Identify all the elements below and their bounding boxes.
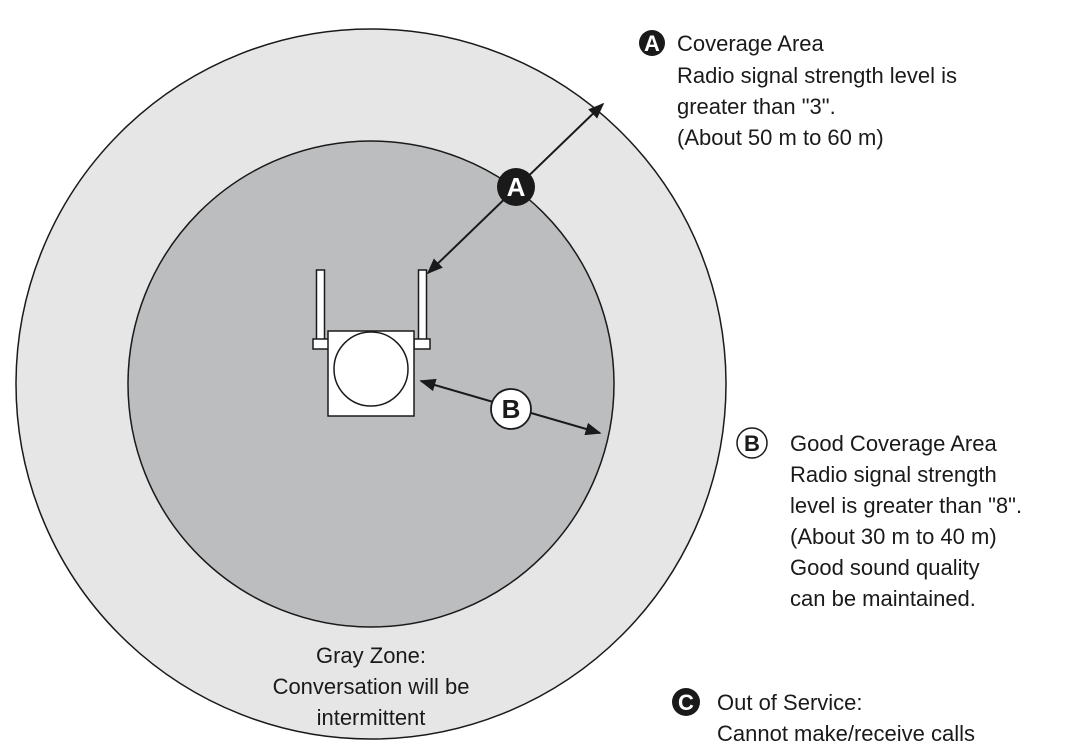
good-coverage-area-badge-letter: B (744, 431, 760, 456)
arrow-a-badge: A (497, 168, 535, 206)
good-coverage-area-line-2: level is greater than "8". (790, 493, 1022, 518)
good-coverage-area-badge (736, 427, 768, 459)
good-coverage-area-line-3: (About 30 m to 40 m) (790, 524, 997, 549)
coverage-area-line-1: Radio signal strength level is (677, 63, 957, 88)
gray-zone-line-3: intermittent (317, 705, 426, 730)
out-of-service-callout: C Out of Service: Cannot make/receive ca… (672, 688, 975, 744)
out-of-service-badge (672, 688, 700, 716)
coverage-area-line-3: (About 50 m to 60 m) (677, 125, 884, 150)
good-coverage-area-callout: B Good Coverage Area Radio signal streng… (736, 427, 1022, 611)
gray-zone-line-2: Conversation will be (273, 674, 470, 699)
good-coverage-area-line-4: Good sound quality (790, 555, 980, 580)
gray-zone-label: Gray Zone: Conversation will be intermit… (273, 643, 470, 730)
coverage-area-badge (639, 30, 665, 56)
coverage-area-title: Coverage Area (677, 31, 825, 56)
out-of-service-badge-letter: C (678, 690, 694, 715)
arrow-b-badge: B (490, 388, 532, 430)
good-coverage-area-title: Good Coverage Area (790, 431, 997, 456)
out-of-service-line-1: Out of Service: (717, 690, 863, 715)
coverage-area-badge-letter: A (644, 31, 660, 56)
arrow-a-badge-label: A (507, 172, 526, 202)
arrow-b-badge-label: B (502, 394, 521, 424)
out-of-service-line-2: Cannot make/receive calls (717, 721, 975, 744)
good-coverage-area-line-5: can be maintained. (790, 586, 976, 611)
good-coverage-area-line-1: Radio signal strength (790, 462, 997, 487)
coverage-area-line-2: greater than "3". (677, 94, 836, 119)
coverage-area-callout: A Coverage Area Radio signal strength le… (639, 30, 957, 150)
base-station-icon (312, 269, 431, 417)
gray-zone-line-1: Gray Zone: (316, 643, 426, 668)
